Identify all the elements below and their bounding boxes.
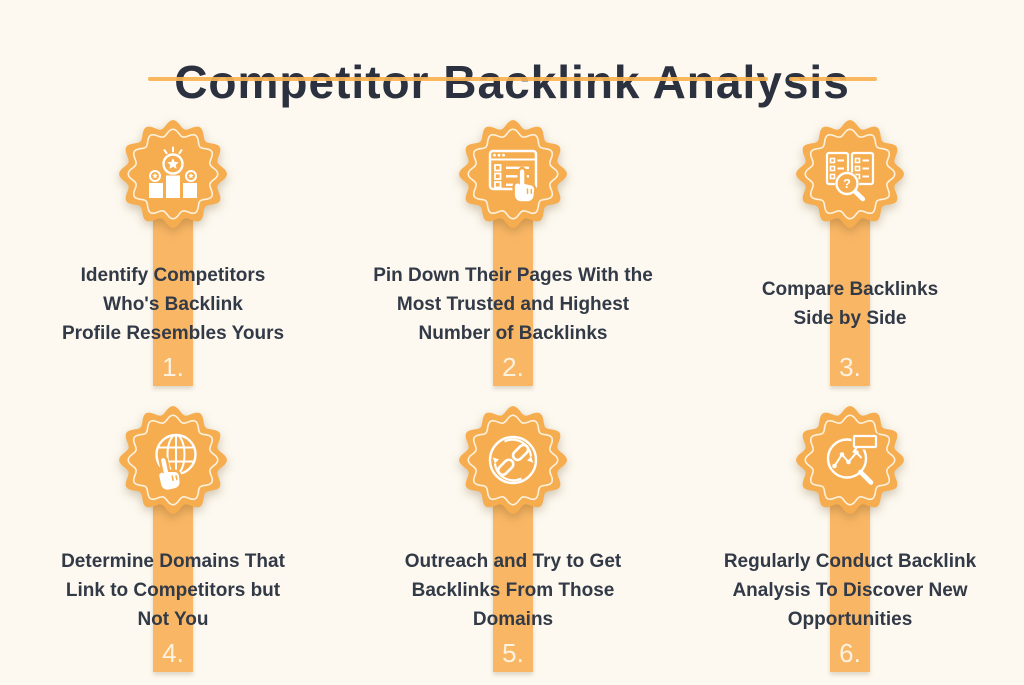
step-3: ? Compare Backlinks Side by Side 3. bbox=[685, 116, 1015, 388]
step-text-line: Outreach and Try to Get bbox=[404, 550, 622, 572]
badge-scallop-shape bbox=[459, 120, 567, 228]
step-text: Determine Domains That Link to Competito… bbox=[8, 544, 338, 636]
step-text: Compare Backlinks Side by Side bbox=[685, 258, 1015, 350]
step-badge bbox=[115, 402, 231, 518]
step-4: Determine Domains That Link to Competito… bbox=[8, 402, 338, 674]
link-exchange-icon bbox=[488, 435, 538, 485]
podium-ranking-icon bbox=[149, 146, 197, 198]
step-badge: ? bbox=[792, 116, 908, 232]
svg-text:?: ? bbox=[843, 176, 851, 191]
step-text: Outreach and Try to Get Backlinks From T… bbox=[348, 544, 678, 636]
step-2: Pin Down Their Pages With the Most Trust… bbox=[348, 116, 678, 388]
step-text-line: Side by Side bbox=[793, 308, 907, 329]
step-text: Pin Down Their Pages With the Most Trust… bbox=[348, 258, 678, 350]
badge-scallop-shape bbox=[119, 406, 227, 514]
step-6: Regularly Conduct Backlink Analysis To D… bbox=[685, 402, 1015, 674]
step-number: 3. bbox=[839, 352, 861, 382]
step-text-line: Not You bbox=[137, 608, 209, 630]
step-text-line: Number of Backlinks bbox=[418, 322, 608, 344]
step-text-line: Determine Domains That bbox=[61, 550, 285, 572]
step-text-line: Most Trusted and Highest bbox=[396, 293, 630, 315]
step-text-line: Identify Competitors bbox=[80, 264, 266, 286]
title-underline bbox=[148, 77, 768, 81]
chart-magnifier-tag-icon bbox=[826, 433, 879, 485]
step-text-line: Who's Backlink bbox=[103, 293, 243, 315]
step-number: 6. bbox=[839, 638, 861, 668]
step-number: 2. bbox=[502, 352, 524, 382]
step-badge bbox=[792, 402, 908, 518]
webpage-checklist-hand-icon bbox=[488, 149, 538, 204]
step-text-line: Compare Backlinks bbox=[761, 279, 939, 300]
step-text-line: Analysis To Discover New bbox=[732, 579, 968, 601]
compare-lists-magnifier-icon: ? bbox=[825, 151, 875, 202]
step-5: Outreach and Try to Get Backlinks From T… bbox=[348, 402, 678, 674]
step-number: 5. bbox=[502, 638, 524, 668]
title-underline-tail bbox=[789, 77, 877, 81]
page-title: Competitor Backlink Analysis bbox=[174, 55, 850, 108]
step-number: 1. bbox=[162, 352, 184, 382]
step-badge bbox=[115, 116, 231, 232]
step-badge bbox=[455, 402, 571, 518]
step-text: Identify Competitors Who's Backlink Prof… bbox=[8, 258, 338, 350]
step-text-line: Link to Competitors but bbox=[65, 579, 281, 601]
step-text-line: Pin Down Their Pages With the bbox=[373, 264, 653, 286]
step-number: 4. bbox=[162, 638, 184, 668]
step-text-line: Domains bbox=[472, 608, 554, 630]
step-1: Identify Competitors Who's Backlink Prof… bbox=[8, 116, 338, 388]
step-text-line: Backlinks From Those bbox=[411, 579, 615, 601]
step-text-line: Opportunities bbox=[787, 608, 913, 630]
globe-pointer-icon bbox=[155, 433, 197, 492]
badge-scallop-shape bbox=[459, 406, 567, 514]
step-text-line: Regularly Conduct Backlink bbox=[723, 550, 977, 572]
step-badge bbox=[455, 116, 571, 232]
step-text: Regularly Conduct Backlink Analysis To D… bbox=[685, 544, 1015, 636]
step-text-line: Profile Resembles Yours bbox=[61, 322, 285, 344]
